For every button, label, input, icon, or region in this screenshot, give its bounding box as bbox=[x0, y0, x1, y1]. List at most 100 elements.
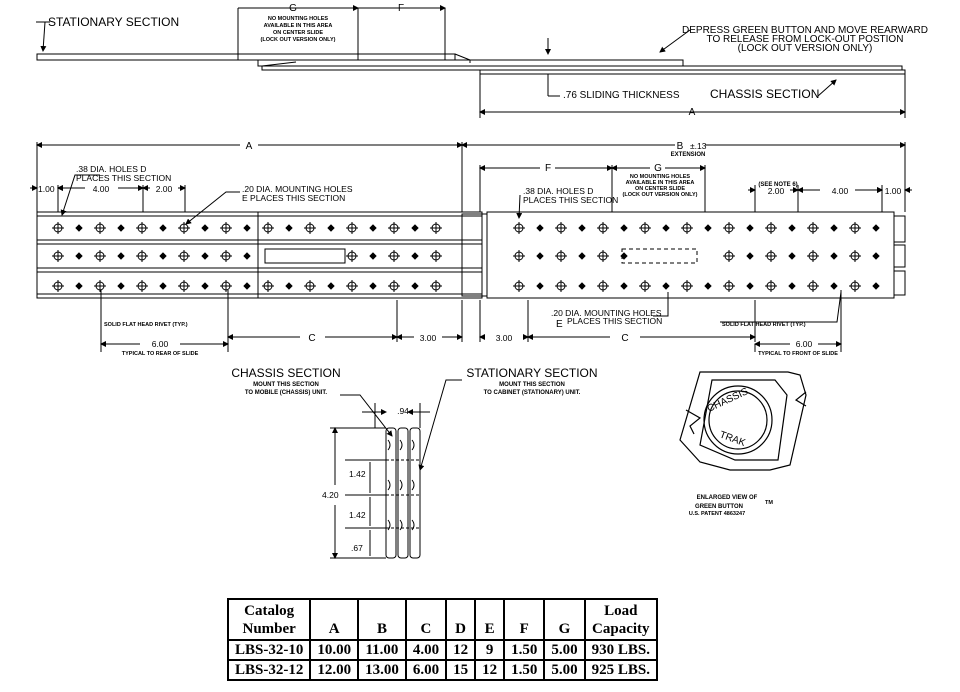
dim-100-left: 1.00 bbox=[38, 184, 55, 194]
hole-centerline bbox=[765, 222, 777, 234]
hole-centerline bbox=[388, 250, 400, 262]
table-cell: 5.00 bbox=[543, 659, 586, 681]
green-button-view bbox=[679, 371, 807, 471]
note-no-mount-3: ON CENTER SLIDE bbox=[273, 30, 323, 36]
hole-centerline bbox=[136, 250, 148, 262]
rivet-marker bbox=[788, 282, 796, 290]
hole-centerline bbox=[849, 250, 861, 262]
table-cell: 10.00 bbox=[309, 639, 360, 661]
table-cell: 9 bbox=[474, 639, 506, 661]
note-holes38-right-2: PLACES THIS SECTION bbox=[523, 195, 618, 205]
dim-420: 4.20 bbox=[322, 490, 339, 500]
rivet-marker bbox=[243, 252, 251, 260]
table-cell: LBS-32-10 bbox=[226, 639, 312, 661]
label-c-right: C bbox=[621, 333, 628, 344]
hole-centerline bbox=[388, 222, 400, 234]
dim-400-right: 4.00 bbox=[832, 186, 849, 196]
note-see-6: (SEE NOTE 6) bbox=[758, 182, 797, 188]
rivet-marker bbox=[536, 252, 544, 260]
note-no-mount-main-2: AVAILABLE IN THIS AREA bbox=[626, 180, 695, 186]
rivet-marker bbox=[704, 282, 712, 290]
note-holes38-left-2: PLACES THIS SECTION bbox=[76, 173, 171, 183]
label-stationary-end: STATIONARY SECTION bbox=[466, 366, 597, 380]
label-chassis-end: CHASSIS SECTION bbox=[231, 366, 340, 380]
hole-centerline bbox=[723, 280, 735, 292]
table-cell: 1.50 bbox=[503, 639, 546, 661]
rivet-marker bbox=[411, 252, 419, 260]
col-c: C bbox=[404, 598, 448, 641]
rivet-marker bbox=[830, 224, 838, 232]
rivet-marker bbox=[327, 224, 335, 232]
rivet-marker bbox=[411, 224, 419, 232]
hole-centerline bbox=[94, 250, 106, 262]
note-stat-mount-1: MOUNT THIS SECTION bbox=[499, 382, 565, 388]
hole-centerline bbox=[597, 280, 609, 292]
note-typ-rear: TYPICAL TO REAR OF SLIDE bbox=[122, 351, 199, 357]
rivet-marker bbox=[369, 224, 377, 232]
rivet-marker bbox=[536, 224, 544, 232]
hole-centerline bbox=[346, 222, 358, 234]
label-b: B bbox=[677, 141, 684, 152]
rivet-marker bbox=[620, 252, 628, 260]
hole-centerline bbox=[94, 280, 106, 292]
rivet-marker bbox=[872, 282, 880, 290]
col-g: G bbox=[543, 598, 586, 641]
hole-centerline bbox=[849, 222, 861, 234]
hole-centerline bbox=[136, 280, 148, 292]
table-cell: 6.00 bbox=[404, 659, 448, 681]
col-a: A bbox=[309, 598, 360, 641]
note-holes38-right-1: .38 DIA. HOLES D bbox=[523, 186, 593, 196]
hole-centerline bbox=[178, 250, 190, 262]
rivet-marker bbox=[327, 282, 335, 290]
hole-centerline bbox=[639, 222, 651, 234]
label-f-top: F bbox=[398, 3, 404, 14]
rivet-marker bbox=[830, 252, 838, 260]
note-typ-front: TYPICAL TO FRONT OF SLIDE bbox=[758, 351, 838, 357]
rivet-marker bbox=[369, 252, 377, 260]
label-e: E bbox=[556, 319, 563, 330]
rivet-marker bbox=[788, 252, 796, 260]
hole-centerline bbox=[555, 222, 567, 234]
dim-142-b: 1.42 bbox=[349, 510, 366, 520]
rivet-marker bbox=[578, 282, 586, 290]
rivet-marker bbox=[662, 224, 670, 232]
note-holes20-right-1: .20 DIA. MOUNTING HOLES bbox=[551, 308, 662, 318]
end-view bbox=[330, 379, 462, 559]
note-holes38-left-1: .38 DIA. HOLES D bbox=[76, 164, 146, 174]
table-cell: 13.00 bbox=[357, 659, 407, 681]
rivet-marker bbox=[662, 282, 670, 290]
rivet-marker bbox=[159, 252, 167, 260]
hole-centerline bbox=[597, 222, 609, 234]
hole-centerline bbox=[597, 250, 609, 262]
hole-centerline bbox=[513, 250, 525, 262]
rivet-marker bbox=[578, 224, 586, 232]
rivet-marker bbox=[117, 224, 125, 232]
note-chassis-mount-1: MOUNT THIS SECTION bbox=[253, 382, 319, 388]
rivet-marker bbox=[411, 282, 419, 290]
hole-centerline bbox=[513, 280, 525, 292]
note-holes20-left-2: E PLACES THIS SECTION bbox=[242, 193, 345, 203]
note-no-mount-main-1: NO MOUNTING HOLES bbox=[630, 174, 691, 180]
hole-centerline bbox=[52, 250, 64, 262]
mounting-holes bbox=[52, 222, 880, 292]
hole-centerline bbox=[681, 222, 693, 234]
table-cell: 15 bbox=[445, 659, 477, 681]
label-g-top: G bbox=[289, 3, 297, 14]
note-depress-1: DEPRESS GREEN BUTTON AND MOVE REARWARD bbox=[682, 25, 928, 36]
col-e: E bbox=[474, 598, 506, 641]
note-patent: U.S. PATENT 4863247 bbox=[689, 511, 745, 517]
table-cell: 11.00 bbox=[357, 639, 407, 661]
hole-centerline bbox=[178, 222, 190, 234]
rivet-marker bbox=[704, 224, 712, 232]
hole-centerline bbox=[262, 222, 274, 234]
rivet-marker bbox=[285, 224, 293, 232]
table-cell: 12 bbox=[474, 659, 506, 681]
rivet-marker bbox=[75, 252, 83, 260]
table-cell: LBS-32-12 bbox=[226, 659, 312, 681]
hole-centerline bbox=[262, 280, 274, 292]
dim-400-left: 4.00 bbox=[93, 184, 110, 194]
note-holes20-right-2: PLACES THIS SECTION bbox=[567, 316, 662, 326]
rivet-marker bbox=[369, 282, 377, 290]
